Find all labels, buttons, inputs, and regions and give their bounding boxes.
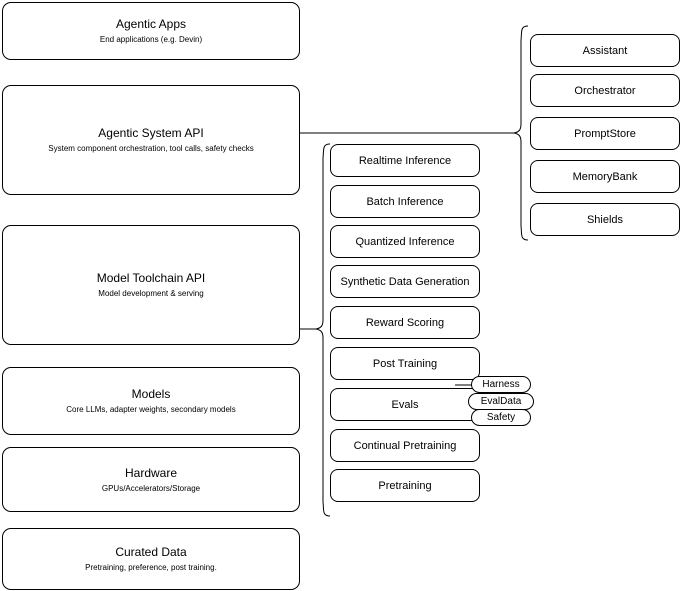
badge-label: EvalData	[480, 395, 522, 407]
layer-hardware[interactable]: Hardware GPUs/Accelerators/Storage	[2, 447, 300, 512]
brace-system-components	[513, 25, 529, 241]
toolchain-quantized-inference[interactable]: Quantized Inference	[330, 225, 480, 258]
layer-title: Agentic Apps	[115, 17, 187, 31]
component-label: Continual Pretraining	[353, 439, 457, 452]
system-orchestrator[interactable]: Orchestrator	[530, 74, 680, 107]
toolchain-reward-scoring[interactable]: Reward Scoring	[330, 306, 480, 339]
badge-label: Safety	[486, 411, 516, 423]
toolchain-synthetic-data-generation[interactable]: Synthetic Data Generation	[330, 265, 480, 298]
component-label: Orchestrator	[574, 84, 636, 97]
system-memorybank[interactable]: MemoryBank	[530, 160, 680, 193]
layer-title: Model Toolchain API	[96, 271, 206, 285]
component-label: Pretraining	[378, 479, 432, 492]
component-label: Evals	[391, 398, 419, 411]
layer-title: Agentic System API	[98, 126, 204, 140]
layer-title: Curated Data	[115, 545, 187, 559]
toolchain-evals[interactable]: Evals	[330, 388, 480, 421]
layer-subtitle: Core LLMs, adapter weights, secondary mo…	[66, 405, 236, 414]
component-label: MemoryBank	[572, 170, 638, 183]
layer-subtitle: System component orchestration, tool cal…	[48, 144, 254, 153]
system-assistant[interactable]: Assistant	[530, 34, 680, 67]
toolchain-pretraining[interactable]: Pretraining	[330, 469, 480, 502]
layer-agentic-system-api[interactable]: Agentic System API System component orch…	[2, 85, 300, 195]
layer-subtitle: GPUs/Accelerators/Storage	[101, 483, 201, 493]
toolchain-post-training[interactable]: Post Training	[330, 347, 480, 380]
layer-curated-data[interactable]: Curated Data Pretraining, preference, po…	[2, 528, 300, 590]
toolchain-continual-pretraining[interactable]: Continual Pretraining	[330, 429, 480, 462]
toolchain-realtime-inference[interactable]: Realtime Inference	[330, 144, 480, 177]
component-label: Shields	[586, 213, 624, 226]
badge-harness[interactable]: Harness	[471, 376, 531, 393]
badge-evaldata[interactable]: EvalData	[468, 393, 534, 410]
component-label: Assistant	[582, 44, 628, 57]
toolchain-batch-inference[interactable]: Batch Inference	[330, 185, 480, 218]
badge-label: Harness	[482, 378, 520, 390]
layer-subtitle: Model development & serving	[98, 289, 204, 298]
system-promptstore[interactable]: PromptStore	[530, 117, 680, 150]
component-label: PromptStore	[574, 127, 636, 140]
component-label: Quantized Inference	[355, 235, 455, 248]
layer-agentic-apps[interactable]: Agentic Apps End applications (e.g. Devi…	[2, 2, 300, 60]
layer-models[interactable]: Models Core LLMs, adapter weights, secon…	[2, 367, 300, 435]
layer-subtitle: Pretraining, preference, post training.	[85, 563, 217, 572]
component-label: Reward Scoring	[365, 316, 445, 329]
component-label: Realtime Inference	[358, 154, 452, 167]
component-label: Synthetic Data Generation	[340, 275, 470, 288]
system-shields[interactable]: Shields	[530, 203, 680, 236]
component-label: Post Training	[372, 357, 438, 370]
layer-subtitle: End applications (e.g. Devin)	[99, 35, 203, 44]
badge-safety[interactable]: Safety	[471, 409, 531, 426]
layer-title: Models	[131, 387, 171, 401]
layer-model-toolchain-api[interactable]: Model Toolchain API Model development & …	[2, 225, 300, 345]
brace-toolchain-components	[315, 143, 331, 517]
component-label: Batch Inference	[366, 195, 444, 208]
layer-title: Hardware	[124, 465, 178, 480]
